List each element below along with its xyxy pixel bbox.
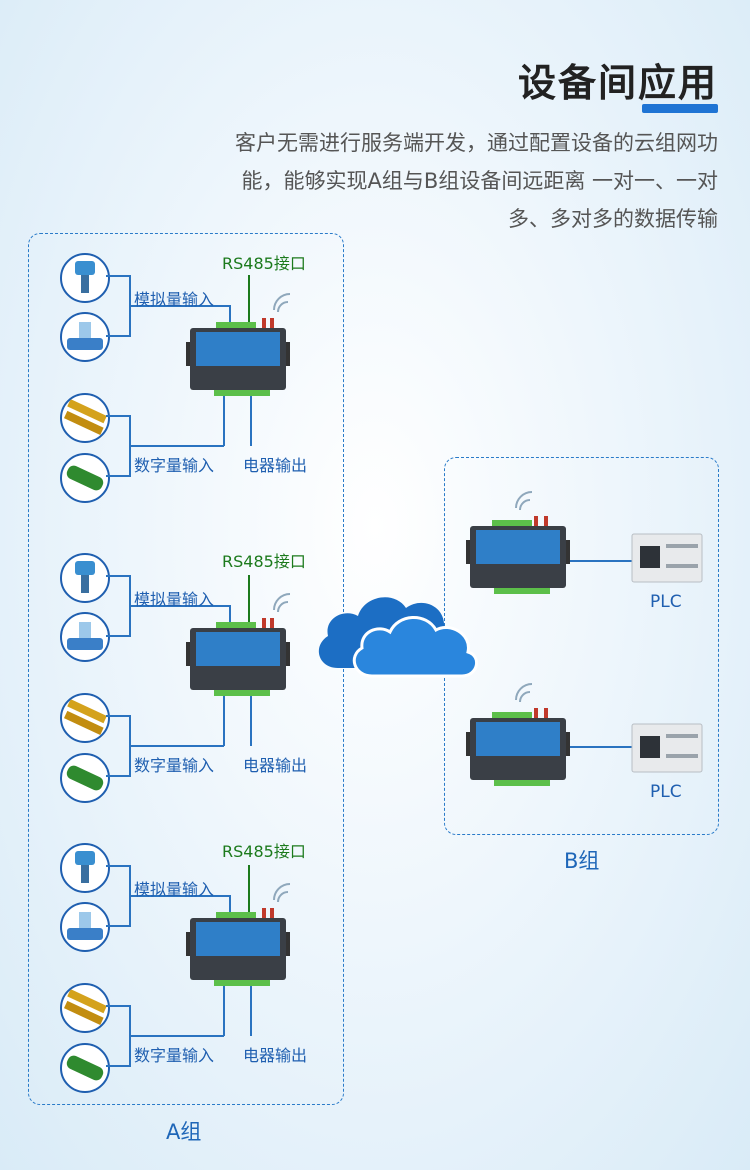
flowmeter-icon [60,312,110,362]
connector-line [130,745,224,747]
rs485-label: RS485接口 [222,254,306,273]
connector-line [229,895,231,915]
rs485-label: RS485接口 [222,842,306,861]
gateway-device-icon [186,293,291,396]
connector-line [223,986,225,1036]
flowmeter-icon [60,612,110,662]
connector-line [229,305,231,325]
cloud-icon [318,597,478,678]
plc-label: PLC [650,782,682,802]
page-title: 设备间应用 [517,61,718,105]
analog-input-label: 模拟量输入 [134,590,215,609]
connector-line [250,396,252,446]
connector-line [229,605,231,625]
pressure-transmitter-icon [60,253,110,303]
relay-output-label: 电器输出 [243,456,308,475]
analog-input-label: 模拟量输入 [134,290,215,309]
gateway-device-icon [466,491,570,594]
connector-line [248,575,250,623]
connector-line [106,475,130,477]
connector-line [106,925,130,927]
connector-line [130,305,230,307]
connector-line [248,865,250,913]
connector-line [130,445,224,447]
connector-line [223,396,225,446]
connector-line [130,1035,224,1037]
connector-line [248,275,250,323]
analog-input-label: 模拟量输入 [134,880,215,899]
digital-input-label: 数字量输入 [134,1046,215,1065]
plc-icon [631,533,703,583]
connector-line [106,865,130,867]
light-curtain-icon [60,983,110,1033]
connector-line [570,746,632,748]
proximity-sensor-icon [60,453,110,503]
rs485-label: RS485接口 [222,552,306,571]
light-curtain-icon [60,693,110,743]
connector-line [106,635,130,637]
gateway-device-icon [466,683,570,786]
light-curtain-icon [60,393,110,443]
digital-input-label: 数字量输入 [134,456,215,475]
connector-line [106,575,130,577]
connector-line [130,605,230,607]
connector-line [130,895,230,897]
group-a-box [28,233,344,1105]
connector-line [106,1065,130,1067]
connector-line [223,696,225,746]
group-b-label: B组 [564,849,600,873]
connector-line [106,335,130,337]
pressure-transmitter-icon [60,553,110,603]
plc-icon [631,723,703,773]
digital-input-label: 数字量输入 [134,756,215,775]
flowmeter-icon [60,902,110,952]
pressure-transmitter-icon [60,843,110,893]
connector-line [570,560,632,562]
description: 客户无需进行服务端开发，通过配置设备的云组网功 能，能够实现A组与B组设备间远距… [118,124,718,238]
connector-line [106,1005,130,1007]
gateway-device-icon [186,593,291,696]
description-line: 多、多对多的数据传输 [508,207,718,231]
connector-line [250,696,252,746]
description-line: 客户无需进行服务端开发，通过配置设备的云组网功 [235,131,718,155]
relay-output-label: 电器输出 [243,1046,308,1065]
description-line: 能，能够实现A组与B组设备间远距离 一对一、一对 [241,169,718,193]
connector-line [106,775,130,777]
proximity-sensor-icon [60,753,110,803]
proximity-sensor-icon [60,1043,110,1093]
connector-line [106,715,130,717]
group-a-label: A组 [166,1120,202,1144]
connector-line [106,275,130,277]
connector-line [106,415,130,417]
connector-line [250,986,252,1036]
gateway-device-icon [186,883,291,986]
title-underline [642,104,718,113]
plc-label: PLC [650,592,682,612]
relay-output-label: 电器输出 [243,756,308,775]
